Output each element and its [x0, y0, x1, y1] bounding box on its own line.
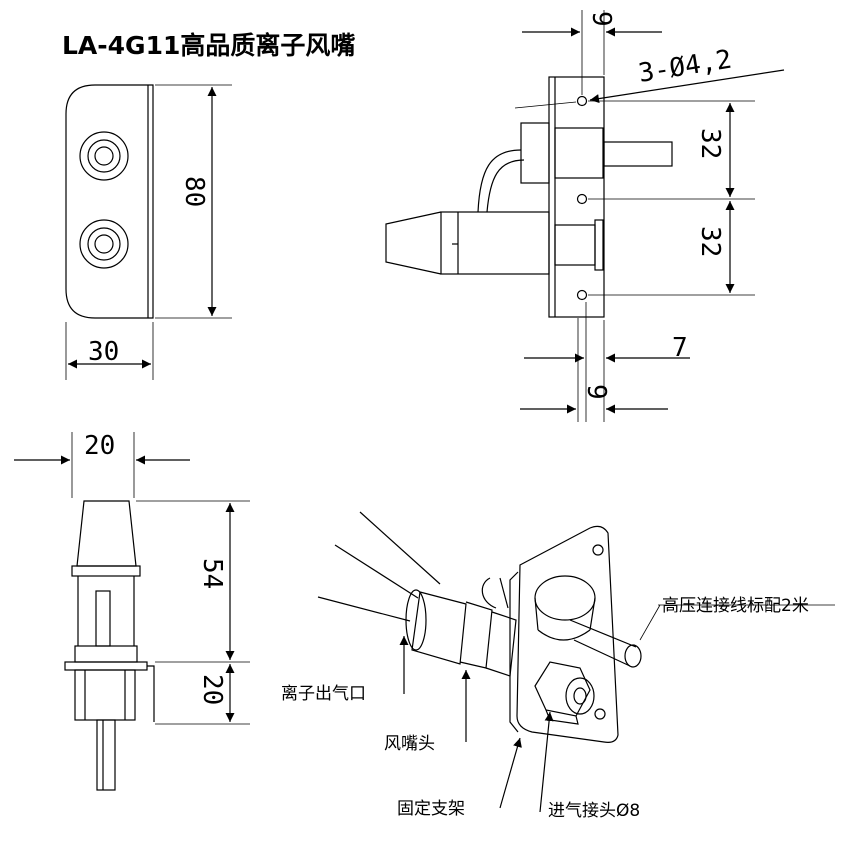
- dim-plate-height: 80: [179, 176, 209, 207]
- label-hv-cable: 高压连接线标配2米: [662, 596, 809, 616]
- dim-top-width: 9: [586, 11, 616, 27]
- dim-holes: 3-Ø4,2: [636, 45, 733, 89]
- dim-spacing-upper: 32: [695, 128, 725, 159]
- drawing-title: LA-4G11高品质离子风嘴: [62, 31, 355, 60]
- dim-spacing-lower: 32: [695, 226, 725, 257]
- elevation-view: [14, 432, 250, 791]
- dim-base-height: 20: [197, 674, 227, 705]
- side-view: [385, 10, 785, 422]
- dim-body-height: 54: [197, 558, 227, 589]
- isometric-view: [317, 511, 835, 813]
- label-ion-outlet: 离子出气口: [281, 684, 366, 704]
- front-view: [65, 84, 232, 380]
- label-nozzle-head: 风嘴头: [384, 734, 435, 754]
- dim-body-width: 20: [84, 431, 115, 461]
- dim-offset-7: 7: [672, 333, 688, 363]
- label-air-inlet: 进气接头Ø8: [548, 801, 640, 821]
- dim-bottom-width: 9: [581, 384, 611, 400]
- dim-plate-width: 30: [88, 337, 119, 367]
- label-bracket: 固定支架: [397, 799, 465, 819]
